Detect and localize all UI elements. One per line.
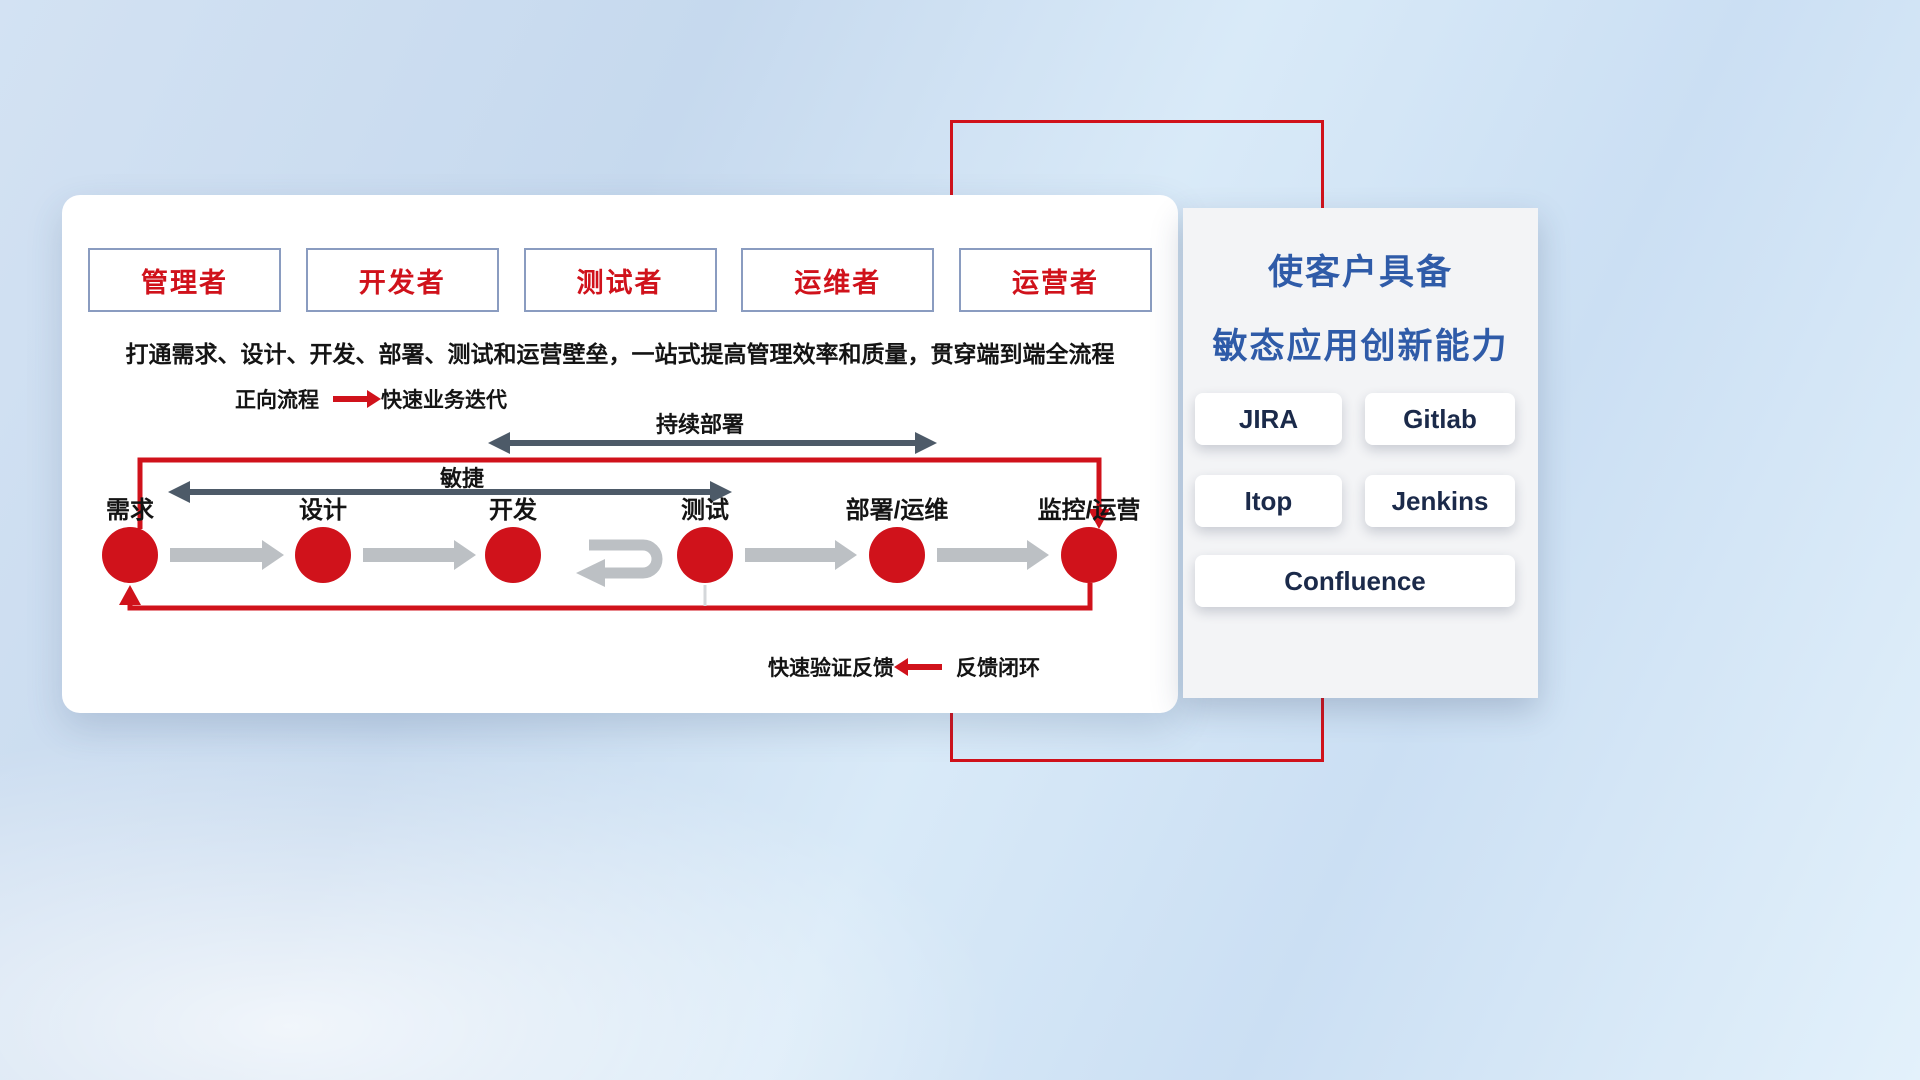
panel-title-line2: 敏态应用创新能力 — [1212, 327, 1509, 366]
stage-node-testing — [677, 527, 733, 583]
stage-step-arrows — [170, 540, 1049, 570]
stage-label-testing: 测试 — [681, 497, 729, 524]
stage-node-design — [295, 527, 351, 583]
forward-legend: 正向流程 快速业务迭代 — [235, 385, 507, 413]
feedback-legend-caption: 快速验证反馈 — [768, 657, 894, 680]
tool-chip-gitlab: Gitlab — [1365, 393, 1515, 445]
flow-arrows-graphic — [119, 432, 1110, 611]
tool-chip-confluence: Confluence — [1195, 555, 1515, 607]
stage-node-development — [485, 527, 541, 583]
feedback-legend-label: 反馈闭环 — [956, 657, 1040, 680]
stage-label-deploy-ops: 部署/运维 — [845, 497, 949, 524]
role-label: 测试者 — [576, 267, 664, 298]
stage-node-monitor-ops — [1061, 527, 1117, 583]
red-right-arrow-icon — [333, 390, 381, 408]
stage-label-design: 设计 — [299, 497, 347, 524]
capability-panel: 使客户具备 敏态应用创新能力 JIRA Gitlab Itop Jenkins … — [1183, 208, 1538, 698]
red-left-arrow-icon — [894, 658, 942, 676]
forward-legend-caption: 快速业务迭代 — [381, 389, 507, 412]
role-box-tester: 测试者 — [523, 248, 717, 312]
agile-span-arrow — [168, 481, 732, 503]
forward-legend-label: 正向流程 — [235, 389, 319, 412]
role-label: 运营者 — [1012, 267, 1099, 298]
forward-loop-line — [137, 457, 1110, 529]
role-box-developer: 开发者 — [305, 248, 499, 312]
iteration-uturn-arrow-icon — [576, 539, 663, 587]
continuous-deploy-span-arrow — [488, 432, 937, 454]
stage-label-requirements: 需求 — [106, 497, 154, 524]
tool-chip-jira: JIRA — [1195, 393, 1342, 445]
tool-chip-jenkins: Jenkins — [1365, 475, 1515, 527]
panel-title-line1: 使客户具备 — [1267, 253, 1453, 292]
roles-row: 管理者 开发者 测试者 运维者 运营者 — [88, 248, 1152, 312]
stage-label-development: 开发 — [489, 497, 537, 524]
devops-flow-card: 管理者 开发者 测试者 运维者 运营者 打通需求、设计、开发、部署、测试和运营壁… — [62, 195, 1178, 713]
role-box-operator: 运营者 — [959, 248, 1152, 312]
headline-text: 打通需求、设计、开发、部署、测试和运营壁垒，一站式提高管理效率和质量，贯穿端到端… — [125, 341, 1115, 367]
role-label: 管理者 — [141, 267, 228, 298]
stage-node-requirements — [102, 527, 158, 583]
feedback-legend: 快速验证反馈 反馈闭环 — [768, 653, 1040, 681]
stage-node-deploy-ops — [869, 527, 925, 583]
feedback-loop-line — [119, 583, 1093, 611]
role-label: 开发者 — [358, 267, 446, 298]
tool-chip-itop: Itop — [1195, 475, 1342, 527]
role-box-manager: 管理者 — [88, 248, 281, 312]
role-label: 运维者 — [794, 267, 882, 298]
agile-span-label: 敏捷 — [439, 466, 484, 491]
continuous-deploy-span-label: 持续部署 — [655, 412, 744, 437]
stage-label-monitor-ops: 监控/运营 — [1037, 497, 1141, 524]
role-box-ops: 运维者 — [741, 248, 935, 312]
